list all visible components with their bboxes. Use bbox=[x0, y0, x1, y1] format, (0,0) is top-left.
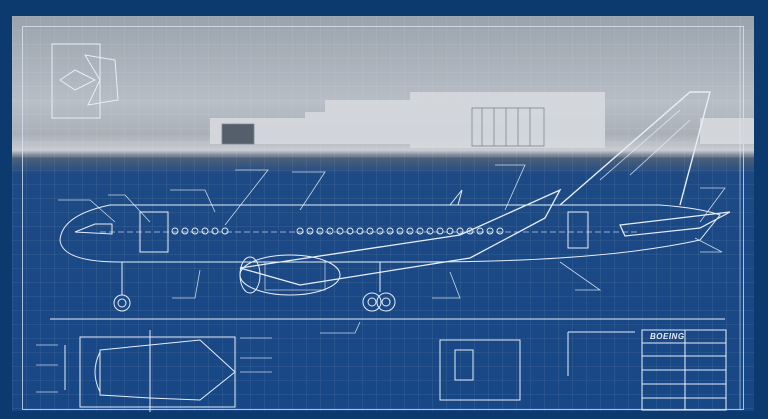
brand-title-block-text: BOEING bbox=[650, 332, 685, 341]
drawing-border bbox=[22, 26, 744, 410]
blueprint-grid bbox=[12, 16, 754, 411]
hangar-buildings bbox=[210, 92, 754, 148]
hangar-photo-background bbox=[12, 16, 754, 411]
